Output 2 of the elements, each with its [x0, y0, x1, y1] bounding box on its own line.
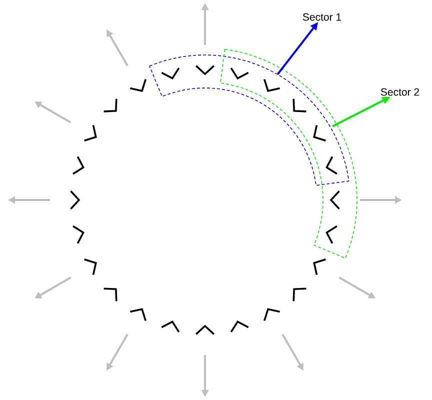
sector-label: Sector 1 [302, 13, 342, 21]
sector-label: Sector 2 [380, 88, 419, 96]
